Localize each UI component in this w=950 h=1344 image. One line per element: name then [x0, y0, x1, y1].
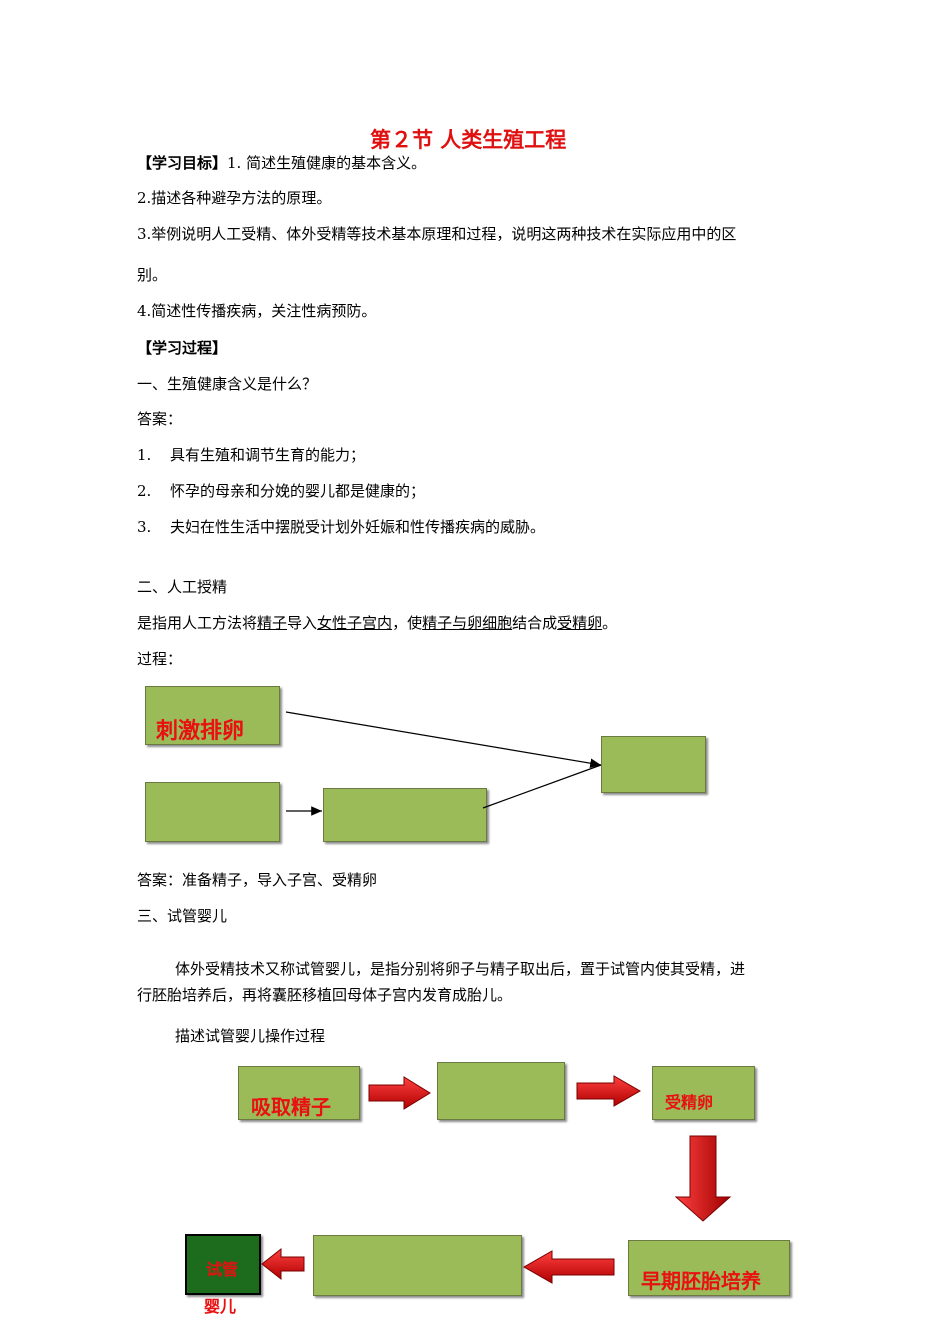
objective-2: 2.描述各种避孕方法的原理。 [137, 189, 332, 207]
red-arrow-right-icon [368, 1076, 431, 1110]
def-text: ，使 [392, 614, 423, 632]
flow1-box-blank-a [145, 782, 280, 842]
section2-answer: 答案：准备精子，导入子宫、受精卵 [137, 871, 378, 889]
flow2-box4-label: 早期胚胎培养 [641, 1269, 761, 1293]
answer-3-num: 3. [137, 518, 152, 536]
red-arrow-right-icon [576, 1075, 642, 1107]
page-title: 第２节 人类生殖工程 [370, 128, 567, 152]
answer-2-num: 2. [137, 482, 152, 500]
objective-4: 4.简述性传播疾病，关注性病预防。 [137, 302, 377, 320]
flow2-box-blank-a [437, 1062, 565, 1120]
def-underlined-uterus: 女性子宫内 [317, 614, 393, 632]
flow2-box6-label-line1: 试管 [206, 1260, 239, 1279]
flow2-box1-label: 吸取精子 [251, 1095, 331, 1119]
flow2-box6-label-line2: 婴儿 [204, 1297, 237, 1316]
answer-3-text: 夫妇在性生活中摆脱受计划外妊娠和性传播疾病的威胁。 [170, 518, 546, 536]
flow1-box-stimulate-ovulation: 刺激排卵 [145, 686, 280, 745]
flow1-box-blank-b [323, 788, 487, 842]
def-text: 是指用人工方法将 [137, 614, 258, 632]
answer-2-text: 怀孕的母亲和分娩的婴儿都是健康的； [170, 482, 426, 500]
section3-describe: 描述试管婴儿操作过程 [175, 1027, 326, 1045]
flow1-box-blank-c [601, 736, 706, 793]
section1-answer-label: 答案： [137, 410, 183, 428]
section2-definition: 是指用人工方法将精子导入女性子宫内，使精子与卵细胞结合成受精卵。 [137, 613, 617, 633]
section3-heading: 三、试管婴儿 [137, 907, 228, 925]
red-arrow-left-icon [261, 1247, 305, 1281]
section3-para-line2: 行胚胎培养后，再将囊胚移植回母体子宫内发育成胎儿。 [137, 986, 513, 1004]
flow2-box-zygote: 受精卵 [652, 1066, 755, 1120]
def-text: 导入 [287, 614, 318, 632]
flow2-box-blank-b [313, 1235, 522, 1296]
section3-para-line1: 体外受精技术又称试管婴儿，是指分别将卵子与精子取出后，置于试管内使其受精，进 [175, 960, 746, 978]
def-underlined-sperm: 精子 [257, 614, 288, 632]
flow2-box3-label: 受精卵 [665, 1093, 714, 1112]
def-underlined-zygote: 受精卵 [557, 614, 603, 632]
section2-process-label: 过程： [137, 650, 183, 668]
red-arrow-left-icon [522, 1250, 615, 1284]
section2-heading: 二、人工授精 [137, 578, 228, 596]
def-text: 。 [602, 614, 618, 632]
flow1-box1-label: 刺激排卵 [156, 719, 245, 744]
flow2-box-early-embryo: 早期胚胎培养 [628, 1240, 790, 1296]
flow2-box-collect-sperm: 吸取精子 [238, 1066, 360, 1120]
answer-1-text: 具有生殖和调节生育的能力； [170, 446, 366, 464]
objective-3-line2: 别。 [137, 266, 168, 284]
objectives-label: 【学习目标】 [137, 154, 228, 172]
def-text: 结合成 [512, 614, 558, 632]
def-underlined-gametes: 精子与卵细胞 [422, 614, 513, 632]
arrow-line [482, 764, 602, 809]
section1-heading: 一、生殖健康含义是什么？ [137, 375, 318, 393]
answer-1-num: 1. [137, 446, 152, 464]
objectives-line1: 【学习目标】1. 简述生殖健康的基本含义。 [137, 153, 426, 173]
objective-3-line1: 3.举例说明人工受精、体外受精等技术基本原理和过程，说明这两种技术在实际应用中的… [137, 225, 737, 243]
red-arrow-down-icon [674, 1135, 732, 1222]
arrow-line [285, 711, 602, 768]
process-label: 【学习过程】 [137, 339, 228, 357]
flow2-box-test-tube-baby: 试管 [185, 1234, 261, 1295]
objective-1: 1. 简述生殖健康的基本含义。 [227, 154, 427, 172]
